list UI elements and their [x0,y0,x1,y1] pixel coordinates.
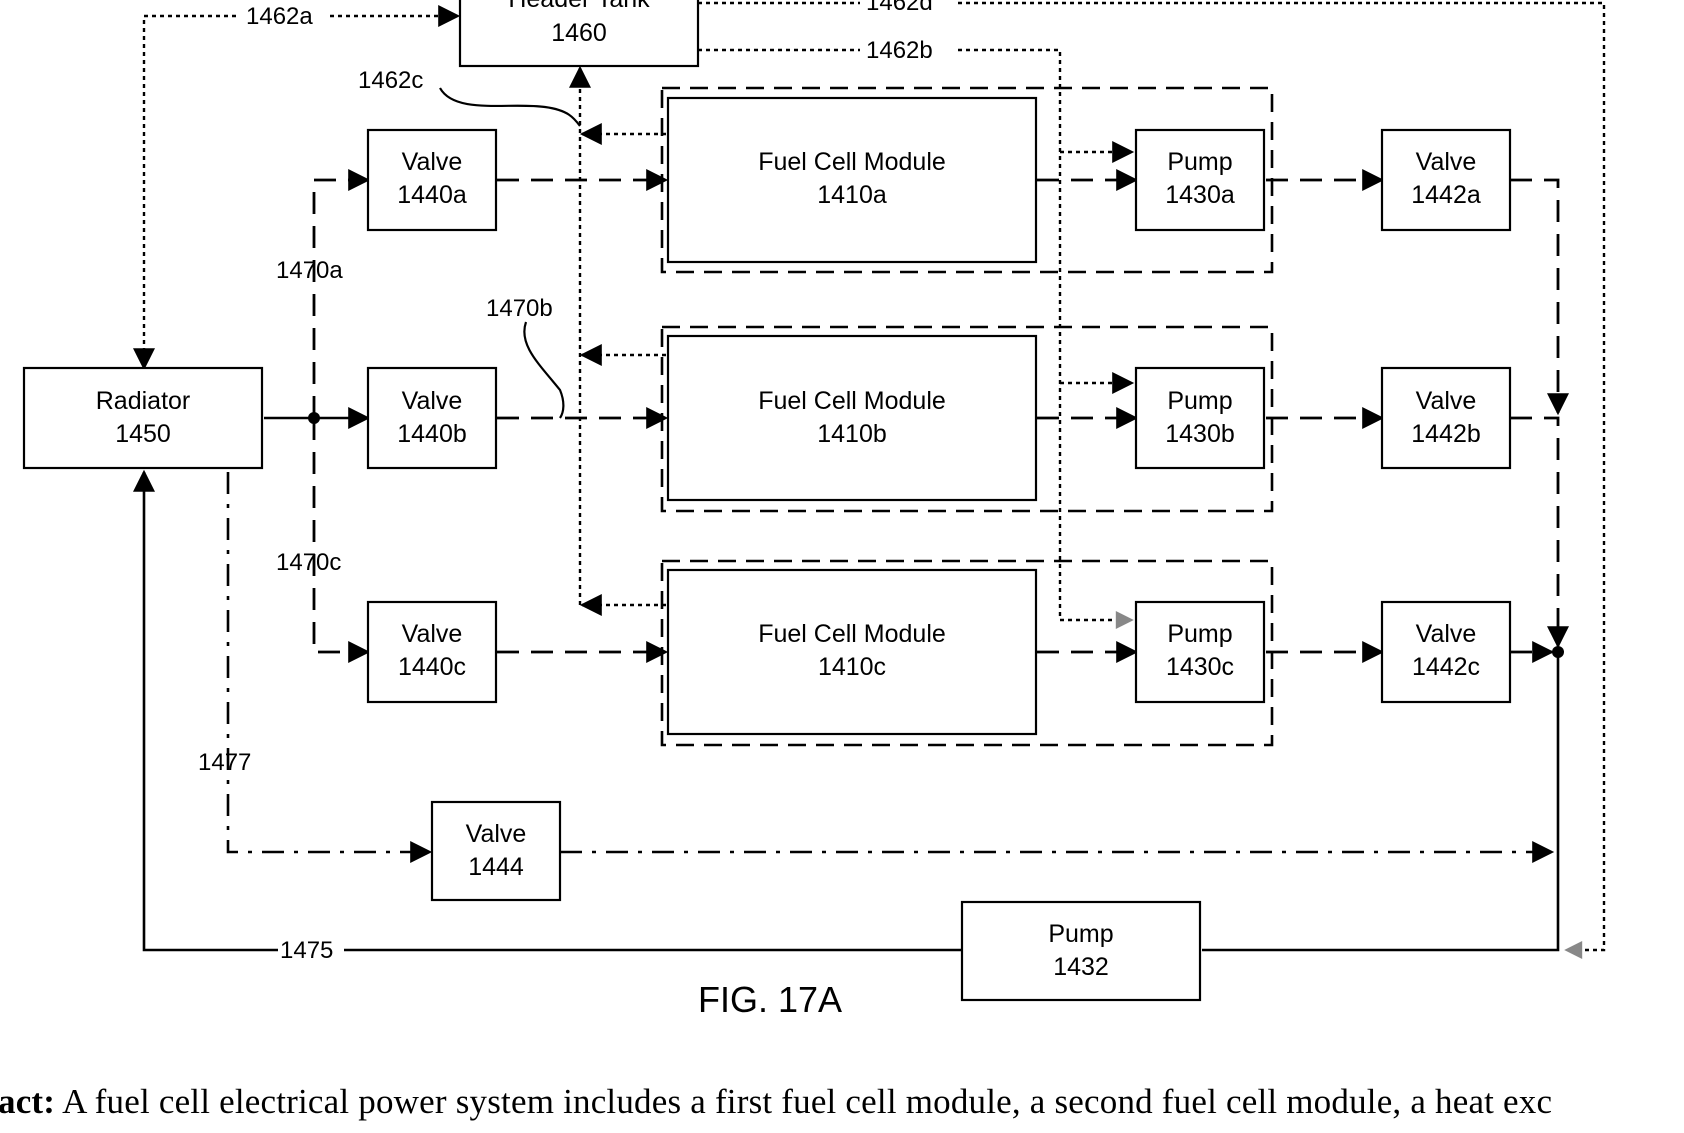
label-1470b: 1470b [486,295,553,322]
valve-1440a-box[interactable]: Valve 1440a [368,130,496,230]
valve-1442b-box[interactable]: Valve 1442b [1382,368,1510,468]
svg-text:Valve: Valve [402,620,463,648]
valve-1442a-box[interactable]: Valve 1442a [1382,130,1510,230]
fuel-cell-module-1410a-box[interactable]: Fuel Cell Module 1410a [668,98,1036,262]
abstract-label: act: [0,1082,55,1121]
valve-1440b-box[interactable]: Valve 1440b [368,368,496,468]
label-1475: 1475 [280,937,333,964]
header-tank-box[interactable]: Header Tank 1460 [460,0,698,66]
label-1470c: 1470c [276,549,341,576]
label-1470a: 1470a [276,257,343,284]
svg-text:Valve: Valve [402,148,463,176]
svg-text:1440b: 1440b [397,420,467,448]
line-1462c [580,68,666,605]
figure-caption: FIG. 17A [698,979,842,1020]
pump-1430c-box[interactable]: Pump 1430c [1136,602,1264,702]
svg-text:Valve: Valve [466,820,527,848]
svg-text:1430c: 1430c [1166,653,1234,681]
svg-text:1430a: 1430a [1165,181,1235,209]
valve-1440c-box[interactable]: Valve 1440c [368,602,496,702]
label-1462d: 1462d [866,0,933,16]
line-radiator-out [264,412,368,424]
abstract-body: A fuel cell electrical power system incl… [55,1082,1552,1121]
radiator-box[interactable]: Radiator 1450 [24,368,262,468]
svg-text:Fuel Cell Module: Fuel Cell Module [758,387,946,415]
fuel-cell-module-1410b-box[interactable]: Fuel Cell Module 1410b [668,336,1036,500]
label-1477: 1477 [198,749,251,776]
valve-1444-box[interactable]: Valve 1444 [432,802,560,900]
svg-text:1444: 1444 [468,853,524,881]
svg-text:Valve: Valve [1416,620,1477,648]
fuel-cell-module-1410c-box[interactable]: Fuel Cell Module 1410c [668,570,1036,734]
leader-1462c [440,88,580,126]
pump-1430a-box[interactable]: Pump 1430a [1136,130,1264,230]
svg-text:1430b: 1430b [1165,420,1235,448]
svg-text:1410a: 1410a [817,181,887,209]
svg-text:Valve: Valve [1416,148,1477,176]
label-1462b: 1462b [866,37,933,64]
svg-text:1410b: 1410b [817,420,887,448]
pump-1432-box[interactable]: Pump 1432 [962,902,1200,1000]
line-pumps-to-valves [1266,180,1382,652]
svg-text:1442b: 1442b [1411,420,1481,448]
svg-text:Pump: Pump [1167,620,1232,648]
svg-text:1460: 1460 [551,19,607,47]
leader-1470b [524,322,563,418]
valve-1442c-box[interactable]: Valve 1442c [1382,602,1510,702]
abstract-text: act: A fuel cell electrical power system… [0,1082,1684,1122]
svg-text:Pump: Pump [1167,148,1232,176]
svg-text:Valve: Valve [402,387,463,415]
svg-text:1440c: 1440c [398,653,466,681]
svg-text:Valve: Valve [1416,387,1477,415]
svg-text:1442c: 1442c [1412,653,1480,681]
svg-text:Pump: Pump [1167,387,1232,415]
svg-text:Fuel Cell Module: Fuel Cell Module [758,148,946,176]
svg-text:Radiator: Radiator [96,387,191,415]
label-1462c: 1462c [358,67,423,94]
svg-text:1432: 1432 [1053,953,1109,981]
svg-text:Pump: Pump [1048,920,1113,948]
line-1470-distribution [314,180,368,652]
pump-1430b-box[interactable]: Pump 1430b [1136,368,1264,468]
svg-text:1442a: 1442a [1411,181,1481,209]
svg-text:1410c: 1410c [818,653,886,681]
line-modules-to-pumps [1037,180,1136,652]
svg-text:Header Tank: Header Tank [508,0,650,13]
line-valves-to-collector [1510,180,1564,658]
label-1462a: 1462a [246,3,313,30]
svg-text:1440a: 1440a [397,181,467,209]
line-valves-to-modules [497,180,666,652]
svg-text:1450: 1450 [115,420,171,448]
svg-text:Fuel Cell Module: Fuel Cell Module [758,620,946,648]
